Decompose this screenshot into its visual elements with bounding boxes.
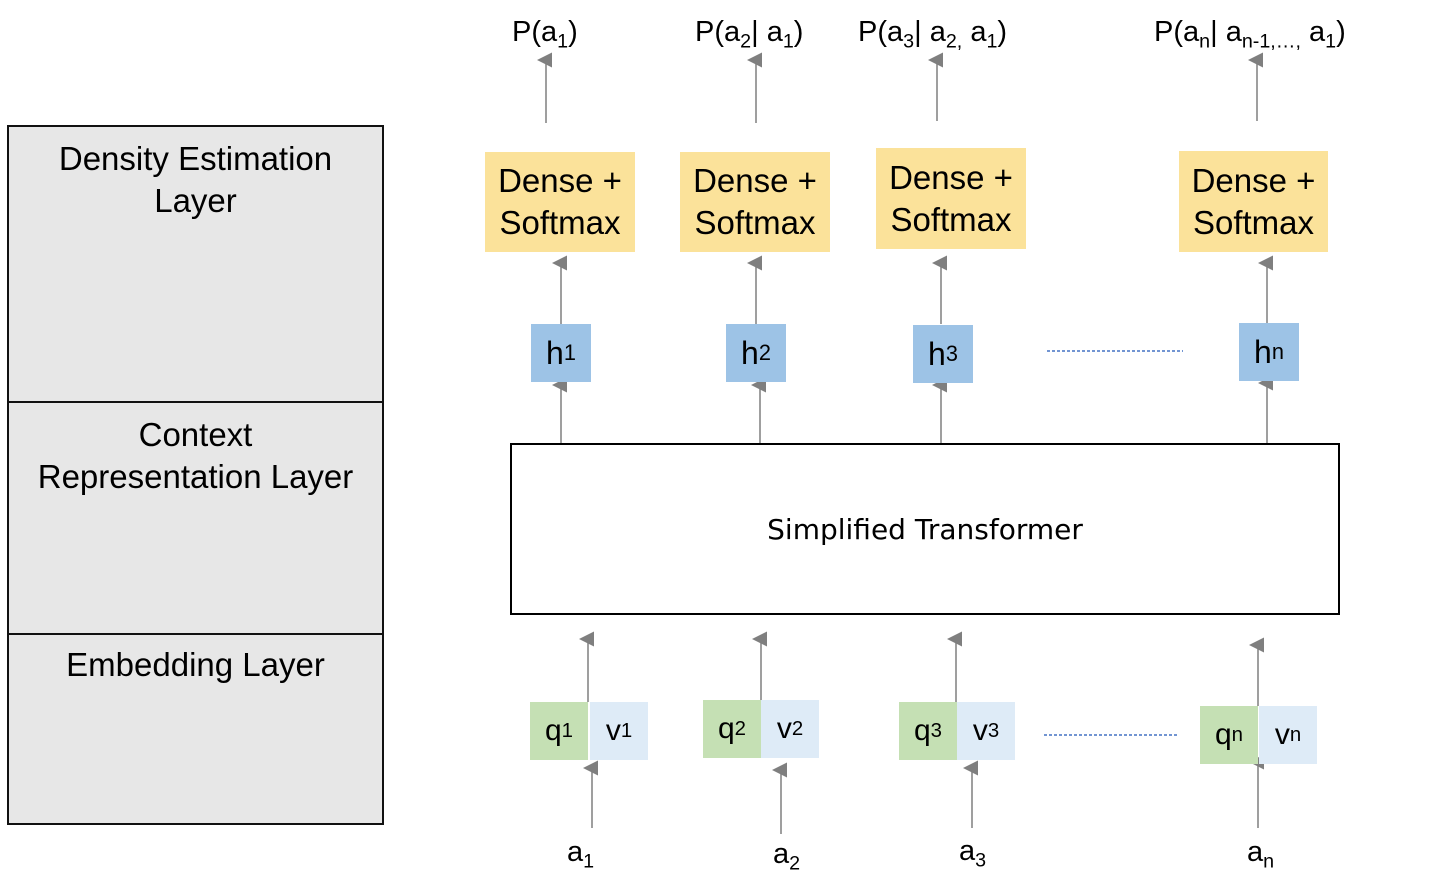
token-label-2: a2: [773, 838, 801, 875]
embedding-layer-label: Embedding Layer: [66, 646, 325, 683]
prob-label-1: P(a1): [512, 16, 578, 53]
dense-softmax-box-3: Dense + Softmax: [876, 148, 1026, 249]
token-label-n: an: [1247, 836, 1275, 873]
density-estimation-layer-label: Density Estimation Layer: [58, 140, 333, 219]
token-label-3: a3: [959, 835, 987, 872]
simplified-transformer-box: Simplified Transformer: [510, 443, 1340, 615]
simplified-transformer-label: Simplified Transformer: [767, 512, 1083, 546]
dense-softmax-box-2: Dense + Softmax: [680, 152, 830, 252]
prob-label-2: P(a2| a1): [695, 16, 804, 53]
context-representation-layer-box: Context Representation Layer: [7, 401, 384, 635]
token-label-1: a1: [567, 836, 595, 873]
prob-label-3: P(a3| a2, a1): [858, 16, 1008, 53]
prob-label-n: P(an| an-1,…, a1): [1154, 16, 1346, 53]
context-representation-layer-label: Context Representation Layer: [37, 416, 354, 495]
density-estimation-layer-box: Density Estimation Layer: [7, 125, 384, 403]
embedding-layer-box: Embedding Layer: [7, 633, 384, 825]
dense-softmax-box-n: Dense + Softmax: [1179, 151, 1328, 252]
dense-softmax-box-1: Dense + Softmax: [485, 152, 635, 252]
